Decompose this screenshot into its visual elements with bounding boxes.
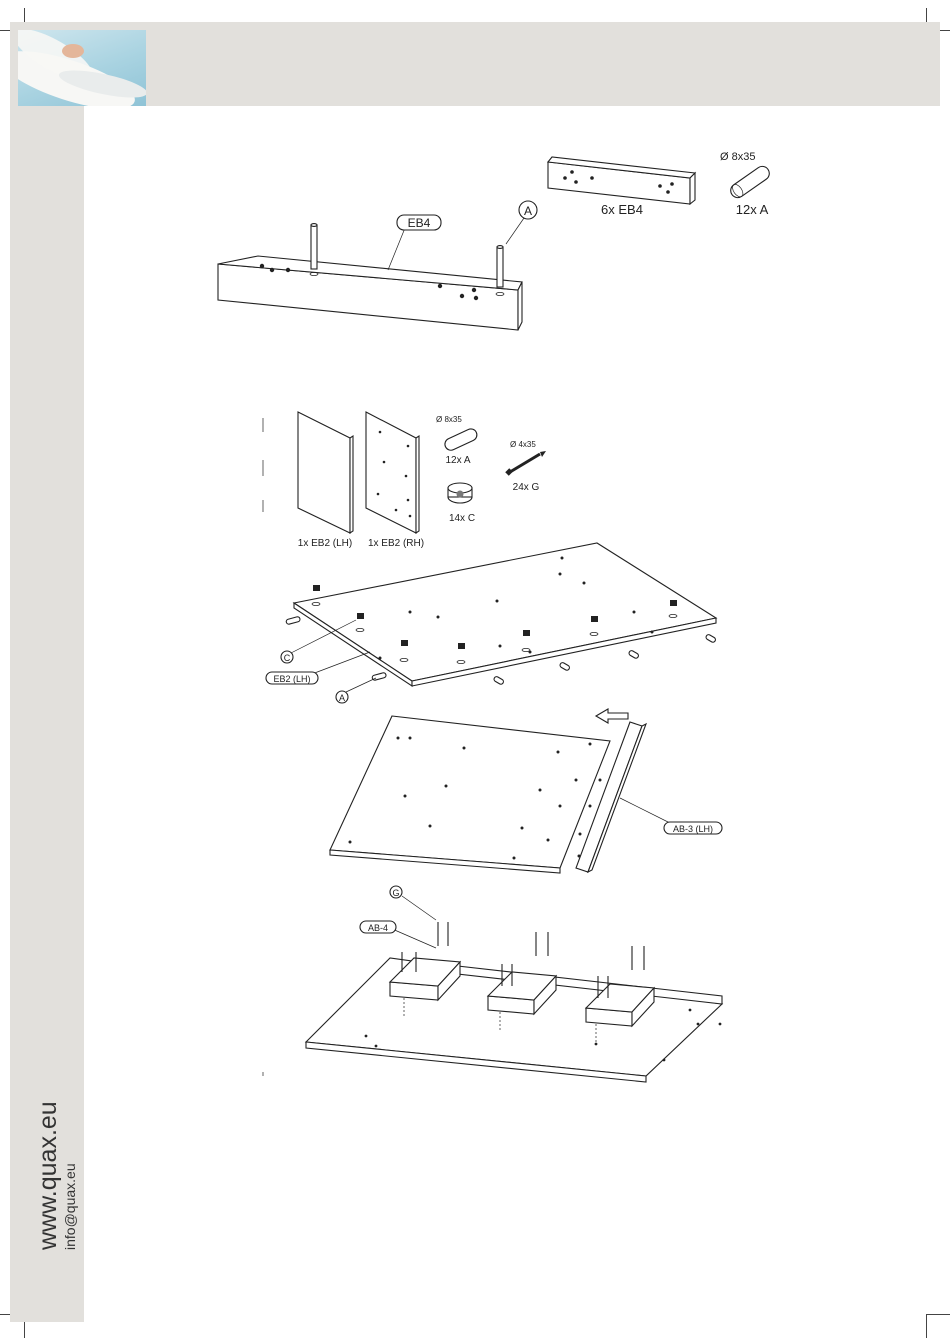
step1-batten-eb4 — [218, 256, 522, 330]
part-dowel-a — [728, 164, 772, 201]
part-cam-c — [448, 483, 472, 503]
panel-lh-label: 1x EB2 (LH) — [298, 538, 352, 549]
dowel-a — [628, 650, 639, 659]
part-dowel-a — [443, 427, 479, 452]
step1-dowel — [497, 246, 503, 287]
screw-qty-label: 24x G — [513, 482, 540, 493]
leader-line — [506, 218, 524, 244]
leader-line — [388, 228, 405, 270]
callout-eb4: EB4 — [408, 216, 431, 230]
dowel-a — [286, 616, 301, 624]
dowel-size-label: Ø 8x35 — [720, 151, 755, 163]
cam-qty-label: 14x C — [449, 513, 475, 524]
dowel-qty-label: 12x A — [736, 202, 769, 217]
step3-panel — [330, 716, 610, 873]
panel-eb2-rh — [366, 412, 419, 533]
leader-line — [390, 928, 436, 948]
dowel-size-label: Ø 8x35 — [436, 415, 462, 424]
leader-line — [402, 896, 436, 920]
dowel-a — [559, 662, 570, 671]
panel-eb2-lh — [298, 412, 353, 533]
callout-ab3-lh: AB-3 (LH) — [673, 824, 713, 834]
step1-dowel — [311, 224, 317, 269]
callout-c: C — [284, 653, 291, 663]
callout-a: A — [524, 204, 532, 218]
screw-size-label: Ø 4x35 — [510, 440, 536, 449]
part-eb4-qty: 6x EB4 — [601, 202, 643, 217]
callout-g: G — [392, 888, 399, 898]
dowel-qty-label: 12x A — [445, 455, 470, 466]
panel-rh-label: 1x EB2 (RH) — [368, 538, 424, 549]
dowel-a — [705, 634, 716, 643]
arrow-left-icon — [596, 709, 628, 723]
dowel-a — [493, 676, 504, 685]
callout-a: A — [339, 693, 345, 703]
part-eb4 — [548, 157, 695, 204]
dowel-a — [372, 672, 387, 680]
part-screw-g — [507, 451, 546, 474]
cam-fitting — [312, 585, 320, 606]
leader-line — [312, 652, 370, 674]
callout-eb2-lh: EB2 (LH) — [273, 674, 310, 684]
callout-ab4: AB-4 — [368, 923, 388, 933]
leader-line — [620, 798, 676, 826]
leader-line — [346, 678, 376, 692]
